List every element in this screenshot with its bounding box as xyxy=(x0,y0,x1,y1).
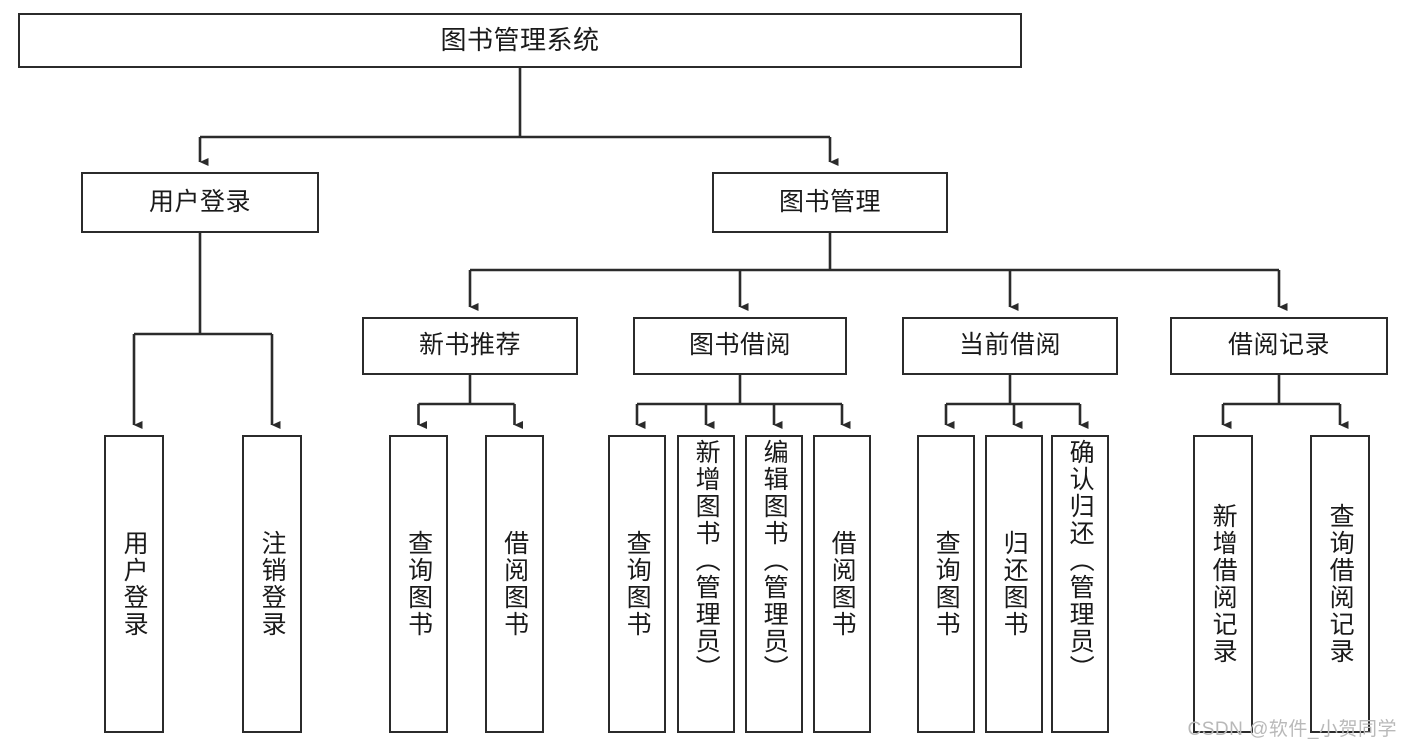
node-leaf-edit-book[interactable]: 编辑图书（管理员） xyxy=(745,435,803,733)
node-leaf-logout[interactable]: 注销登录 xyxy=(242,435,302,733)
node-label-borrow-record: 借阅记录 xyxy=(1227,331,1330,360)
node-book-manage[interactable]: 图书管理 xyxy=(712,172,948,233)
watermark-label: CSDN @软件_小贺同学 xyxy=(1187,719,1397,740)
node-user-login[interactable]: 用户登录 xyxy=(81,172,319,233)
node-label-current-borrow: 当前借阅 xyxy=(958,331,1061,360)
node-leaf-query-book-1[interactable]: 查询图书 xyxy=(389,435,448,733)
node-leaf-add-book[interactable]: 新增图书（管理员） xyxy=(677,435,735,733)
node-label-book-manage: 图书管理 xyxy=(778,187,881,216)
node-leaf-add-record[interactable]: 新增借阅记录 xyxy=(1193,435,1253,733)
node-current-borrow[interactable]: 当前借阅 xyxy=(902,317,1118,375)
node-label-root: 图书管理系统 xyxy=(440,25,600,56)
node-leaf-borrow-book-2[interactable]: 借阅图书 xyxy=(813,435,871,733)
node-label-leaf-borrow-book-1: 借阅图书 xyxy=(500,530,529,638)
node-leaf-query-book-3[interactable]: 查询图书 xyxy=(917,435,975,733)
node-label-leaf-borrow-book-2: 借阅图书 xyxy=(828,530,857,638)
node-label-leaf-user-login: 用户登录 xyxy=(120,530,149,638)
node-label-leaf-query-book-2: 查询图书 xyxy=(623,530,652,638)
node-label-leaf-return-book: 归还图书 xyxy=(1000,530,1029,638)
node-leaf-borrow-book-1[interactable]: 借阅图书 xyxy=(485,435,544,733)
node-borrow-record[interactable]: 借阅记录 xyxy=(1170,317,1388,375)
node-root[interactable]: 图书管理系统 xyxy=(18,13,1022,68)
node-label-leaf-edit-book: 编辑图书（管理员） xyxy=(760,439,789,682)
node-leaf-query-record[interactable]: 查询借阅记录 xyxy=(1310,435,1370,733)
node-label-leaf-query-book-3: 查询图书 xyxy=(932,530,961,638)
node-new-book-rec[interactable]: 新书推荐 xyxy=(362,317,578,375)
node-label-leaf-query-record: 查询借阅记录 xyxy=(1326,503,1355,665)
node-label-leaf-confirm-return: 确认归还（管理员） xyxy=(1066,439,1095,682)
node-leaf-confirm-return[interactable]: 确认归还（管理员） xyxy=(1051,435,1109,733)
node-label-user-login: 用户登录 xyxy=(148,187,251,216)
node-leaf-query-book-2[interactable]: 查询图书 xyxy=(608,435,666,733)
node-label-new-book-rec: 新书推荐 xyxy=(418,331,521,360)
node-label-book-borrow: 图书借阅 xyxy=(688,331,791,360)
node-book-borrow[interactable]: 图书借阅 xyxy=(633,317,847,375)
node-label-leaf-add-book: 新增图书（管理员） xyxy=(692,439,721,682)
node-leaf-return-book[interactable]: 归还图书 xyxy=(985,435,1043,733)
node-leaf-user-login[interactable]: 用户登录 xyxy=(104,435,164,733)
node-label-leaf-add-record: 新增借阅记录 xyxy=(1209,503,1238,665)
node-label-leaf-query-book-1: 查询图书 xyxy=(404,530,433,638)
node-label-leaf-logout: 注销登录 xyxy=(258,530,287,638)
